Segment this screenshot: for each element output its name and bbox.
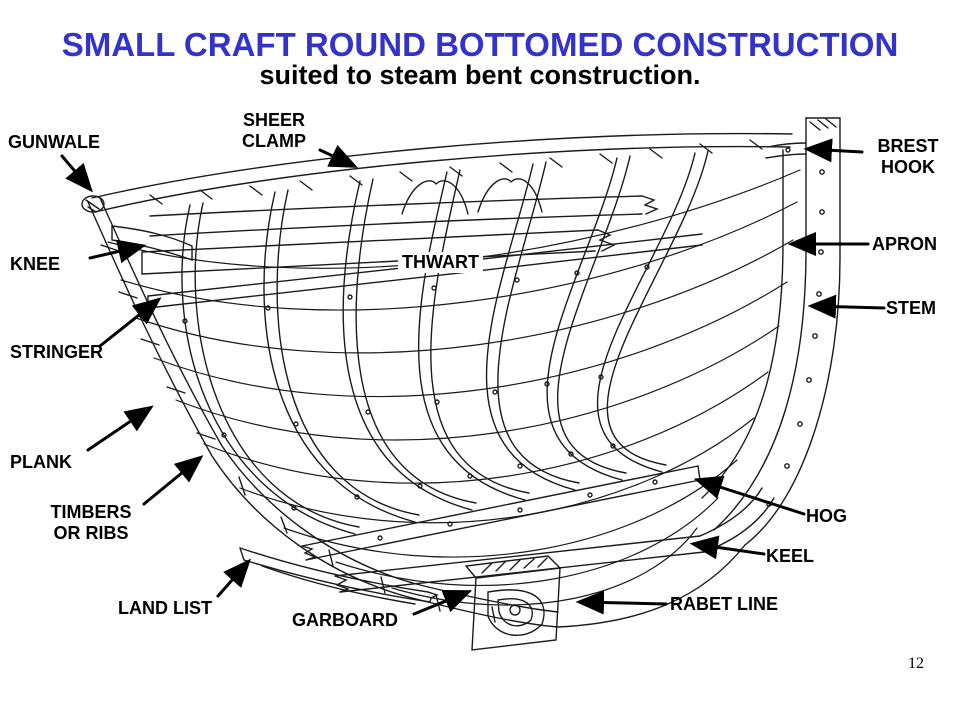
arrow-sheer-clamp <box>318 144 359 168</box>
arrow-garboard <box>412 589 473 616</box>
arrow-rabet-line <box>575 590 668 615</box>
label-hog: HOG <box>806 506 848 526</box>
garboard-block <box>464 555 562 651</box>
label-apron: APRON <box>872 234 938 254</box>
arrow-knee <box>88 239 147 264</box>
label-plank: PLANK <box>10 452 72 472</box>
label-timbers-or-ribs: TIMBERS OR RIBS <box>50 502 132 543</box>
label-keel: KEEL <box>766 546 815 566</box>
label-thwart: THWART <box>398 252 483 273</box>
label-brest-hook: BREST HOOK <box>877 136 939 177</box>
label-stringer: STRINGER <box>10 342 104 362</box>
arrow-plank <box>86 405 154 452</box>
arrow-timbers-or-ribs <box>142 455 204 506</box>
gunwale-rail <box>81 132 793 213</box>
label-rabet-line: RABET LINE <box>670 594 778 614</box>
pointer-arrows <box>60 138 886 616</box>
arrow-brest-hook <box>803 138 864 163</box>
arrow-stem <box>807 294 886 319</box>
arrow-land-list <box>216 558 251 598</box>
land-list-pieces <box>239 547 439 605</box>
slide-subtitle: suited to steam bent construction. <box>259 60 701 90</box>
label-gunwale: GUNWALE <box>8 132 100 152</box>
label-knee: KNEE <box>10 254 61 274</box>
label-land-list: LAND LIST <box>118 598 212 618</box>
page-number: 12 <box>908 655 924 672</box>
arrow-keel <box>689 535 766 560</box>
timbers-ribs <box>181 150 709 535</box>
planking-strakes <box>107 169 801 606</box>
label-garboard: GARBOARD <box>292 610 398 630</box>
label-stem: STEM <box>886 298 937 318</box>
stem-assembly <box>701 117 841 546</box>
arrow-gunwale <box>60 154 93 193</box>
slide-title: SMALL CRAFT ROUND BOTTOMED CONSTRUCTION <box>61 26 899 63</box>
arrow-stringer <box>98 297 162 348</box>
label-sheer-clamp: SHEER CLAMP <box>242 110 306 151</box>
arrow-hog <box>693 475 806 516</box>
